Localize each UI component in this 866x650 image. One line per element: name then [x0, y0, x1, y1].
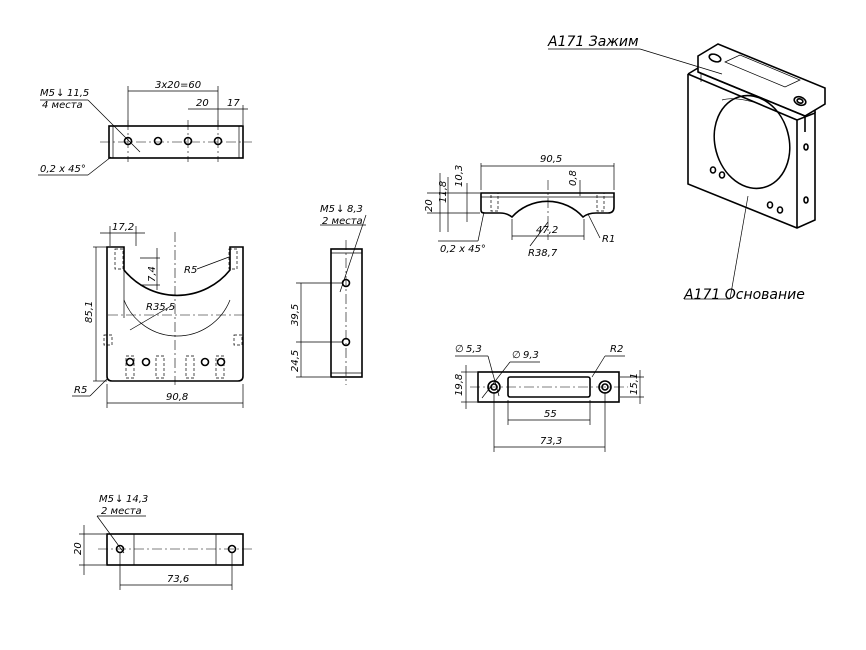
side-view-outline — [330, 248, 363, 378]
r1: R1 — [602, 234, 615, 245]
dim-24-5: 24,5 — [290, 350, 301, 372]
dim-20-top: 20 — [196, 98, 209, 109]
front-view: 85,1 90,8 17,2 7,4 R5 R35,5 R5 — [72, 222, 245, 408]
dim-20-clamp: 20 — [424, 199, 435, 212]
side-view: 39,5 24,5 M5 ↓ 8,3 2 места — [290, 204, 367, 385]
dim-11-8: 11,8 — [438, 181, 449, 203]
clamp-side-view: 90,5 20 11,8 10,3 0,8 47,2 R38,7 R1 0,2 … — [424, 154, 615, 259]
hole-count-side: 2 места — [322, 216, 363, 227]
dim-0-8: 0,8 — [568, 170, 579, 186]
dia-5-3: 5,3 — [466, 344, 482, 355]
iso-bore — [713, 94, 791, 190]
bottom-view-outline — [106, 533, 244, 566]
dia-symbol-9-3: ∅ — [512, 350, 521, 361]
depth-symbol-top: ↓ — [56, 88, 64, 99]
dim-55: 55 — [544, 409, 557, 420]
dia-9-3: 9,3 — [523, 350, 539, 361]
hole-spec-bottom: M5 — [99, 494, 114, 505]
hole-count-bottom: 2 места — [101, 506, 142, 517]
bottom-view: 20 73,6 M5 ↓ 14,3 2 места — [73, 494, 252, 590]
dim-39-5: 39,5 — [290, 304, 301, 326]
r5-corner: R5 — [74, 385, 87, 396]
clamp-top-view: 73,3 55 19,8 15,1 ∅ 5,3 ∅ 9,3 R2 — [454, 344, 644, 452]
top-view: 3x20=60 20 17 M5 ↓ 11,5 4 места 0,2 x 45… — [38, 80, 252, 176]
hole-depth-top: 11,5 — [67, 88, 89, 99]
label-base: А171 Основание — [683, 287, 805, 303]
r5-top: R5 — [184, 265, 197, 276]
dim-3x20: 3x20=60 — [155, 80, 201, 91]
r38-7: R38,7 — [528, 248, 558, 259]
hole-count-top: 4 места — [42, 100, 83, 111]
hole-depth-side: 8,3 — [347, 204, 363, 215]
dim-17-2: 17,2 — [112, 222, 134, 233]
r2: R2 — [610, 344, 623, 355]
chamfer-top: 0,2 x 45° — [40, 164, 86, 175]
clamp-side-outline — [480, 192, 615, 219]
front-view-holes — [125, 355, 226, 379]
dim-19-8: 19,8 — [454, 374, 465, 396]
depth-symbol-side: ↓ — [336, 204, 344, 215]
dim-85-1: 85,1 — [84, 301, 95, 323]
chamfer-clamp: 0,2 x 45° — [440, 244, 486, 255]
dim-73-6: 73,6 — [167, 574, 189, 585]
dia-symbol-5-3: ∅ — [455, 344, 464, 355]
top-view-holes — [123, 120, 223, 162]
front-view-outline — [106, 246, 244, 382]
hole-depth-bottom: 14,3 — [126, 494, 148, 505]
dim-15-1: 15,1 — [629, 373, 640, 395]
hole-spec-top: M5 — [40, 88, 55, 99]
isometric-view — [548, 43, 826, 300]
label-clamp: А171 Зажим — [547, 34, 639, 50]
dim-47-2: 47,2 — [536, 225, 558, 236]
dim-7-4: 7,4 — [147, 266, 158, 282]
r35-5: R35,5 — [146, 302, 175, 313]
depth-symbol-bottom: ↓ — [115, 494, 123, 505]
dim-90-5: 90,5 — [540, 154, 562, 165]
dim-17-top: 17 — [227, 98, 240, 109]
hole-spec-side: M5 — [320, 204, 335, 215]
dim-20-bottom: 20 — [73, 542, 84, 555]
dim-73-3: 73,3 — [540, 436, 562, 447]
dim-10-3: 10,3 — [454, 165, 465, 187]
dim-90-8: 90,8 — [166, 392, 188, 403]
